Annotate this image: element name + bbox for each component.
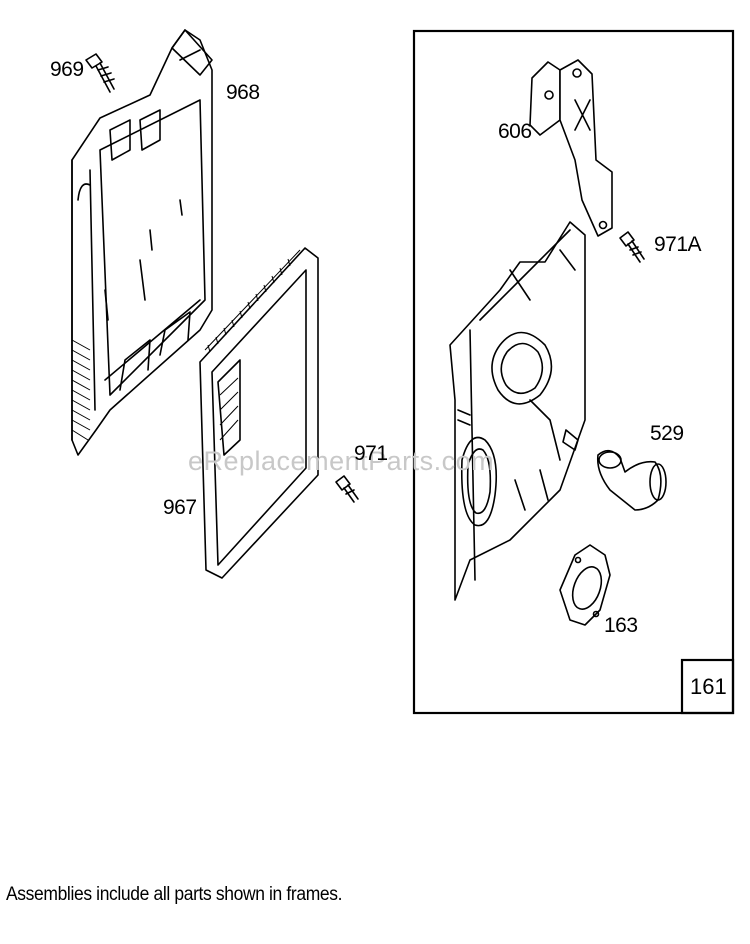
screw-971-part xyxy=(335,475,359,503)
label-606: 606 xyxy=(498,120,532,143)
elbow-tube-529-part xyxy=(596,449,667,511)
screw-971a-part xyxy=(619,231,645,263)
label-969: 969 xyxy=(50,58,84,81)
label-163: 163 xyxy=(604,614,638,637)
label-968: 968 xyxy=(226,81,260,104)
label-529: 529 xyxy=(650,422,684,445)
air-filter-part xyxy=(199,247,319,579)
assembly-frame xyxy=(412,29,735,715)
label-967: 967 xyxy=(163,496,197,519)
watermark-text: eReplacementParts.com xyxy=(188,446,494,476)
screw-969-part xyxy=(85,53,115,93)
label-971a: 971A xyxy=(654,233,702,256)
air-cleaner-base-part xyxy=(71,29,213,456)
bracket-606-part xyxy=(529,59,613,237)
gasket-163-part xyxy=(559,544,611,626)
frame-number: 161 xyxy=(690,674,727,699)
assemblies-note: Assemblies include all parts shown in fr… xyxy=(6,884,343,905)
intake-body-part xyxy=(449,221,586,601)
label-971: 971 xyxy=(354,442,388,465)
